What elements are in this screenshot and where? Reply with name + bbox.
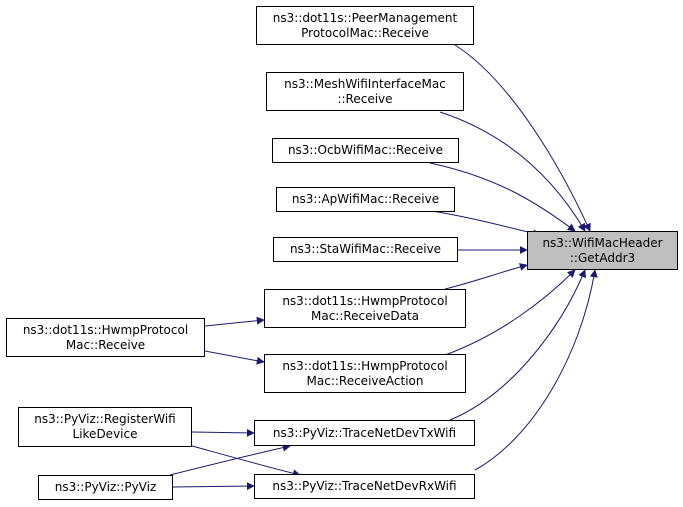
node-ocb-wifi-mac-receive[interactable]: ns3::OcbWifiMac::Receive bbox=[272, 138, 459, 163]
edge-root-to-mesh-wifi bbox=[439, 111, 586, 232]
node-wifi-mac-header-getaddr3: ns3::WifiMacHeader ::GetAddr3 bbox=[527, 231, 678, 270]
edge-trace-tx-to-pyviz bbox=[169, 443, 291, 476]
edge-trace-rx-to-register-wifi bbox=[184, 443, 301, 478]
edge-root-to-peer-management bbox=[454, 44, 591, 232]
node-ap-wifi-mac-receive[interactable]: ns3::ApWifiMac::Receive bbox=[276, 187, 455, 212]
node-label-line2: Mac::ReceiveData bbox=[310, 308, 420, 323]
node-label-line1: ns3::PyViz::RegisterWifi bbox=[34, 412, 176, 426]
edge-root-to-ap bbox=[424, 209, 541, 238]
edge-trace-rx-to-pyviz bbox=[172, 482, 255, 491]
edge-trace-tx-to-register-wifi bbox=[191, 428, 255, 437]
node-sta-wifi-mac-receive[interactable]: ns3::StaWifiMac::Receive bbox=[273, 237, 458, 262]
node-label-line1: ns3::dot11s::HwmpProtocol bbox=[22, 322, 189, 337]
node-label-line2: LikeDevice bbox=[72, 427, 138, 441]
edge-root-to-hwmp-receive-data bbox=[444, 263, 528, 290]
node-peer-management-receive[interactable]: ns3::dot11s::PeerManagement ProtocolMac:… bbox=[256, 6, 474, 45]
node-pyviz-trace-net-dev-tx-wifi[interactable]: ns3::PyViz::TraceNetDevTxWifi bbox=[254, 420, 475, 446]
edge-hwmp-action-to-hwmp-receive bbox=[204, 350, 265, 365]
node-label-line1: ns3::OcbWifiMac::Receive bbox=[287, 143, 444, 157]
node-hwmp-protocol-receive-data[interactable]: ns3::dot11s::HwmpProtocol Mac::ReceiveDa… bbox=[264, 289, 466, 328]
node-label-line2: ::GetAddr3 bbox=[569, 250, 636, 265]
node-label-line1: ns3::dot11s::PeerManagement bbox=[272, 10, 458, 25]
node-label-line1: ns3::dot11s::HwmpProtocol bbox=[282, 358, 448, 373]
node-label-line2: Mac::Receive bbox=[65, 337, 146, 352]
node-pyviz-register-wifi-like-device[interactable]: ns3::PyViz::RegisterWifi LikeDevice bbox=[18, 407, 192, 447]
node-label-line1: ns3::WifiMacHeader bbox=[542, 235, 663, 250]
node-pyviz-trace-net-dev-rx-wifi[interactable]: ns3::PyViz::TraceNetDevRxWifi bbox=[254, 474, 475, 499]
edge-root-to-ocb bbox=[429, 162, 576, 232]
node-label-line1: ns3::PyViz::TraceNetDevTxWifi bbox=[272, 425, 457, 440]
node-hwmp-protocol-receive-action[interactable]: ns3::dot11s::HwmpProtocol Mac::ReceiveAc… bbox=[264, 354, 466, 393]
node-hwmp-protocol-receive[interactable]: ns3::dot11s::HwmpProtocol Mac::Receive bbox=[6, 318, 205, 357]
node-pyviz-pyviz[interactable]: ns3::PyViz::PyViz bbox=[38, 475, 173, 500]
node-label-line2: ProtocolMac::Receive bbox=[301, 25, 429, 40]
node-label-line1: ns3::ApWifiMac::Receive bbox=[291, 192, 440, 206]
node-label-line2: Mac::ReceiveAction bbox=[306, 373, 424, 388]
node-label-line1: ns3::PyViz::TraceNetDevRxWifi bbox=[272, 479, 457, 493]
node-label-line1: ns3::MeshWifiInterfaceMac bbox=[284, 76, 446, 91]
node-label-line1: ns3::PyViz::PyViz bbox=[54, 480, 157, 494]
edge-hwmp-data-to-hwmp-receive bbox=[204, 316, 265, 327]
edge-root-to-hwmp-receive-action bbox=[444, 269, 576, 356]
node-label-line1: ns3::StaWifiMac::Receive bbox=[289, 242, 442, 256]
edge-root-to-trace-tx bbox=[449, 269, 586, 421]
node-mesh-wifi-interface-receive[interactable]: ns3::MeshWifiInterfaceMac ::Receive bbox=[266, 72, 464, 111]
node-label-line2: ::Receive bbox=[337, 91, 393, 106]
node-label-line1: ns3::dot11s::HwmpProtocol bbox=[282, 293, 448, 308]
edge-root-to-trace-rx bbox=[474, 269, 598, 471]
